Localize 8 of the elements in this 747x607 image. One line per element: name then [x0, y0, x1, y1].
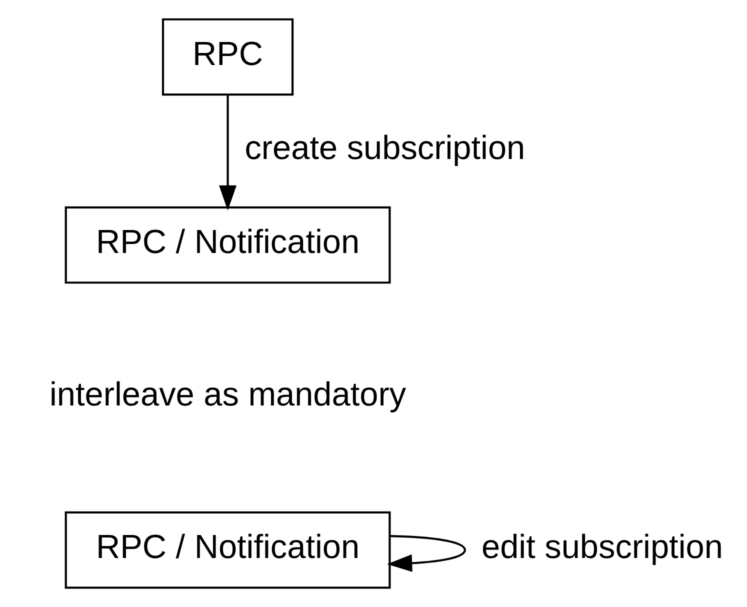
- edge-label: edit subscription: [482, 528, 723, 566]
- node-box: RPC / Notification: [64, 206, 391, 284]
- node-box: RPC: [162, 18, 294, 96]
- node-box: RPC / Notification: [64, 511, 391, 589]
- label: interleave as mandatory: [50, 376, 406, 414]
- arrow: [218, 95, 237, 210]
- edge-label: create subscription: [244, 130, 526, 167]
- arrow: [387, 535, 466, 572]
